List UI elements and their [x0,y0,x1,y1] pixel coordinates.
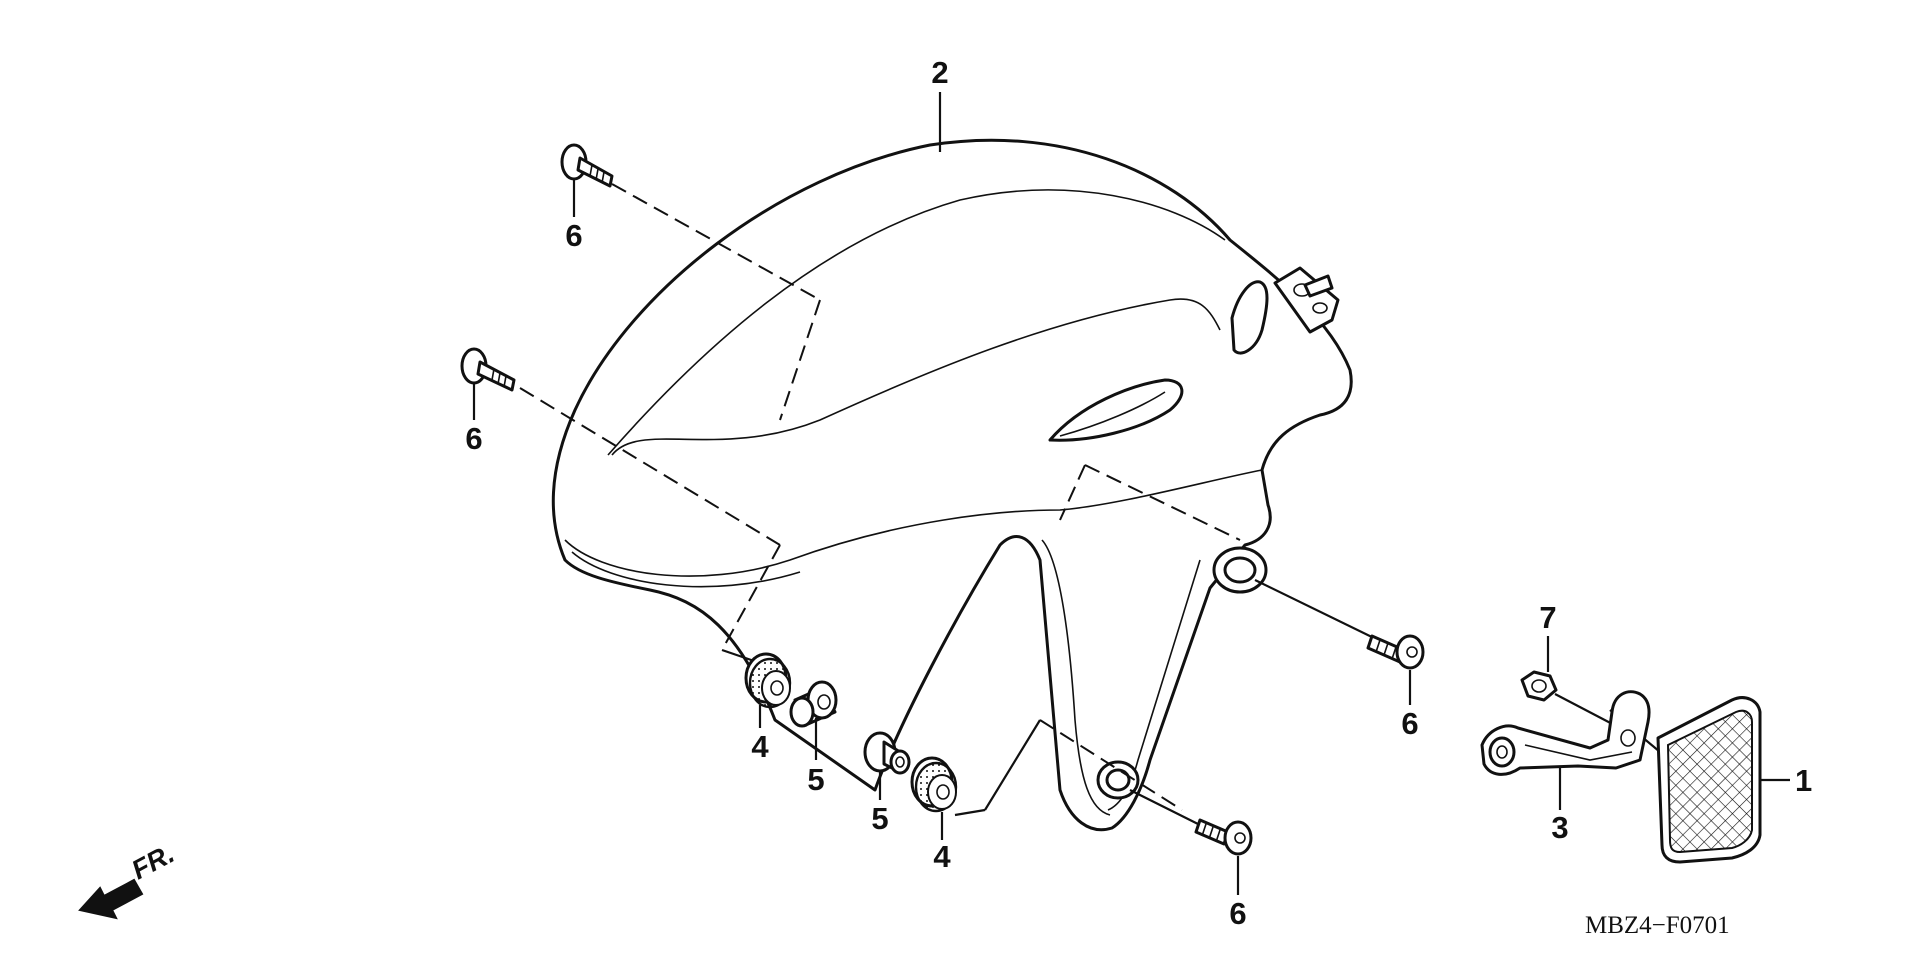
callout-5-right: 5 [871,801,888,836]
front-arrow-icon [78,878,144,920]
callout-6-bottom: 6 [1229,896,1246,931]
callout-6-mid-left: 6 [465,421,482,456]
reflector-part[interactable] [1656,696,1762,864]
callout-6-upper-left: 6 [565,218,582,253]
callout-3: 3 [1551,810,1568,845]
callout-labels: 1 2 3 4 4 5 5 6 6 6 6 7 [465,55,1812,931]
bolt-bottom[interactable] [1194,818,1253,856]
bolt-right[interactable] [1366,634,1425,670]
collar-right[interactable] [863,731,911,775]
bolt-mid-left[interactable] [460,347,516,392]
bolt-upper-left[interactable] [560,143,614,188]
front-direction-indicator: FR. [78,838,179,920]
diagram-code: MBZ4−F0701 [1585,912,1730,939]
grommet-left[interactable] [744,652,792,709]
grommet-right[interactable] [910,756,958,813]
callout-5-left: 5 [807,762,824,797]
callout-2: 2 [931,55,948,90]
callout-4-right: 4 [933,839,951,874]
callout-4-left: 4 [751,729,769,764]
reflector-stay-part[interactable] [1480,690,1651,776]
callout-1: 1 [1795,763,1812,798]
leader-lines [472,92,1790,895]
front-fender-part[interactable] [551,138,1353,832]
callout-6-right: 6 [1401,706,1418,741]
callout-7: 7 [1539,600,1556,635]
direction-label: FR. [127,838,179,885]
collar-left[interactable] [789,680,838,728]
